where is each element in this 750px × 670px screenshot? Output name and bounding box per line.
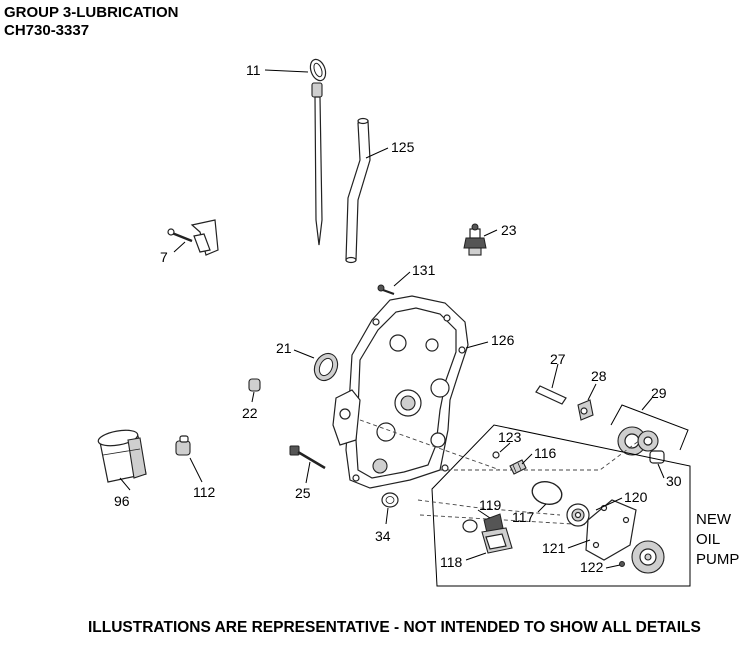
callout-125[interactable]: 125 bbox=[391, 139, 415, 155]
part-125-dipstick-tube[interactable] bbox=[345, 117, 371, 264]
callout-119[interactable]: 119 bbox=[479, 497, 502, 513]
callout-121[interactable]: 121 bbox=[542, 540, 566, 556]
part-7-screw-and-bracket[interactable] bbox=[167, 219, 219, 256]
part-23-oil-sensor[interactable] bbox=[463, 223, 487, 256]
part-131-screw[interactable] bbox=[377, 284, 395, 295]
leader-lines bbox=[119, 69, 665, 569]
alignment-lines bbox=[359, 419, 641, 526]
part-22-plug[interactable] bbox=[248, 378, 261, 392]
part-117-o-ring[interactable] bbox=[530, 478, 565, 507]
callout-112[interactable]: 112 bbox=[193, 484, 216, 500]
callout-116[interactable]: 116 bbox=[534, 445, 557, 461]
part-30-shaft[interactable] bbox=[649, 450, 665, 464]
part-21-oil-seal[interactable] bbox=[310, 350, 342, 385]
oil-pump-gear[interactable] bbox=[631, 540, 665, 574]
callout-120[interactable]: 120 bbox=[624, 489, 648, 505]
disclaimer-footer: ILLUSTRATIONS ARE REPRESENTATIVE - NOT I… bbox=[88, 619, 701, 636]
part-121-pump-cover[interactable] bbox=[585, 499, 637, 561]
callout-29[interactable]: 29 bbox=[651, 385, 667, 401]
callout-118[interactable]: 118 bbox=[440, 554, 463, 570]
oil-pump-kit-outline bbox=[431, 424, 691, 587]
callout-11[interactable]: 11 bbox=[246, 62, 261, 78]
callout-28[interactable]: 28 bbox=[591, 368, 607, 384]
callout-27[interactable]: 27 bbox=[550, 351, 566, 367]
part-123-ball[interactable] bbox=[492, 451, 500, 459]
note-line-3: PUMP bbox=[696, 551, 740, 568]
callout-34[interactable]: 34 bbox=[375, 528, 391, 544]
part-29-governor-gear[interactable] bbox=[610, 404, 689, 456]
new-oil-pump-note: NEW OIL PUMP bbox=[696, 510, 739, 570]
callout-21[interactable]: 21 bbox=[276, 340, 292, 356]
part-11-dipstick[interactable] bbox=[308, 57, 329, 246]
part-122-screw[interactable] bbox=[619, 561, 625, 567]
part-27-pin[interactable] bbox=[535, 385, 567, 405]
part-28-retainer[interactable] bbox=[577, 399, 594, 421]
engine-model: CH730-3337 bbox=[4, 22, 90, 39]
callout-23[interactable]: 23 bbox=[501, 222, 517, 238]
part-120-pump-rotor[interactable] bbox=[566, 503, 590, 527]
diagram-title: GROUP 3-LUBRICATION bbox=[4, 4, 179, 21]
callout-22[interactable]: 22 bbox=[242, 405, 258, 421]
part-126-closure-plate[interactable] bbox=[332, 295, 469, 489]
callout-7[interactable]: 7 bbox=[160, 249, 168, 265]
callout-25[interactable]: 25 bbox=[295, 485, 311, 501]
callout-labels: 11 125 7 23 131 21 126 27 28 29 22 123 1… bbox=[114, 62, 682, 575]
part-112-fitting[interactable] bbox=[175, 435, 191, 456]
callout-123[interactable]: 123 bbox=[498, 429, 522, 445]
part-119-valve[interactable] bbox=[462, 513, 504, 534]
note-line-2: OIL bbox=[696, 531, 721, 548]
callout-122[interactable]: 122 bbox=[580, 559, 604, 575]
callout-131[interactable]: 131 bbox=[412, 262, 436, 278]
part-118-housing[interactable] bbox=[481, 527, 513, 554]
callout-96[interactable]: 96 bbox=[114, 493, 130, 509]
callout-117[interactable]: 117 bbox=[512, 509, 535, 525]
note-line-1: NEW bbox=[696, 511, 731, 528]
part-96-oil-filter[interactable] bbox=[97, 428, 147, 483]
part-25-screw[interactable] bbox=[289, 445, 326, 470]
part-34-washer[interactable] bbox=[381, 492, 399, 508]
callout-126[interactable]: 126 bbox=[491, 332, 515, 348]
callout-30[interactable]: 30 bbox=[666, 473, 682, 489]
